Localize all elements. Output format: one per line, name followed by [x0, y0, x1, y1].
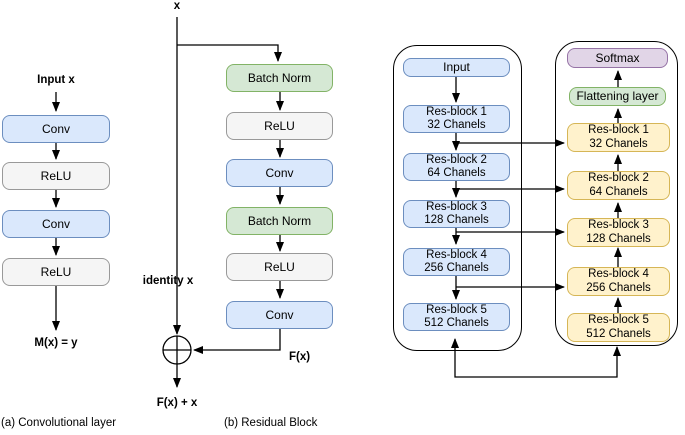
- res-block-channels: 64 Chanels: [427, 167, 486, 179]
- res-block-name: Res-block 4: [588, 268, 649, 280]
- feature-res-block-4: Res-block 4 256 Chanels: [403, 248, 510, 276]
- res-block-name: Res-block 5: [426, 303, 487, 316]
- panel-a-output-label: M(x) = y: [34, 337, 78, 349]
- res-block-channels: 512 Chanels: [586, 327, 651, 340]
- feature-res-block-3: Res-block 3 128 Chanels: [403, 200, 510, 228]
- panel-a-caption: (a) Convolutional layer: [1, 417, 117, 429]
- relu-block-b2: ReLU: [226, 253, 333, 281]
- input-block: Input: [403, 58, 510, 77]
- conv-block-a2: Conv: [2, 210, 110, 238]
- panel-a-input-label: Input x: [37, 74, 75, 86]
- res-block-name: Res-block 5: [588, 314, 649, 326]
- classifier-res-block-1: Res-block 1 32 Chanels: [567, 123, 670, 152]
- res-block-channels: 128 Chanels: [424, 214, 489, 226]
- relu-block-a1: ReLU: [2, 162, 110, 190]
- res-block-channels: 256 Chanels: [424, 262, 489, 274]
- res-block-name: Res-block 1: [426, 105, 487, 118]
- flattening-layer-block: Flattening layer: [569, 87, 666, 106]
- relu-block-b1: ReLU: [226, 112, 333, 140]
- res-block-channels: 32 Chanels: [589, 137, 648, 150]
- res-block-name: Res-block 1: [588, 124, 649, 136]
- conv-block-b1: Conv: [226, 159, 333, 187]
- panel-b-caption: (b) Residual Block: [224, 417, 318, 429]
- res-block-channels: 256 Chanels: [586, 281, 651, 294]
- identity-label: identity x: [142, 275, 194, 287]
- res-block-name: Res-block 2: [426, 153, 487, 166]
- classifier-res-block-5: Res-block 5 512 Chanels: [567, 313, 670, 342]
- res-block-channels: 64 Chanels: [589, 185, 648, 198]
- softmax-block: Softmax: [567, 48, 668, 68]
- fx-to-sum-line: [193, 329, 281, 354]
- batchnorm-block-b1: Batch Norm: [226, 64, 333, 92]
- feature-res-block-5: Res-block 5 512 Chanels: [403, 303, 510, 331]
- panel-b-output-label: F(x) + x: [156, 397, 198, 409]
- feature-res-block-1: Res-block 1 32 Chanels: [403, 105, 510, 133]
- res-block-channels: 512 Chanels: [424, 317, 489, 329]
- panel-b-input-label: x: [173, 0, 181, 12]
- res-block-channels: 32 Chanels: [427, 119, 486, 131]
- res-block-name: Res-block 4: [426, 248, 487, 261]
- fx-label: F(x): [289, 351, 311, 363]
- conv-block-a1: Conv: [2, 115, 110, 143]
- batchnorm-block-b2: Batch Norm: [226, 207, 333, 235]
- classifier-res-block-3: Res-block 3 128 Chanels: [567, 218, 670, 247]
- conv-block-b2: Conv: [226, 301, 333, 329]
- relu-block-a2: ReLU: [2, 258, 110, 286]
- branch-to-batchnorm-line: [177, 44, 282, 62]
- classifier-res-block-2: Res-block 2 64 Chanels: [567, 171, 670, 200]
- bottom-u-connector: [451, 338, 621, 378]
- feature-res-block-2: Res-block 2 64 Chanels: [403, 153, 510, 181]
- res-block-name: Res-block 2: [588, 172, 649, 184]
- res-block-channels: 128 Chanels: [586, 232, 651, 245]
- res-block-name: Res-block 3: [426, 200, 487, 213]
- classifier-res-block-4: Res-block 4 256 Chanels: [567, 267, 670, 296]
- res-block-name: Res-block 3: [588, 219, 649, 231]
